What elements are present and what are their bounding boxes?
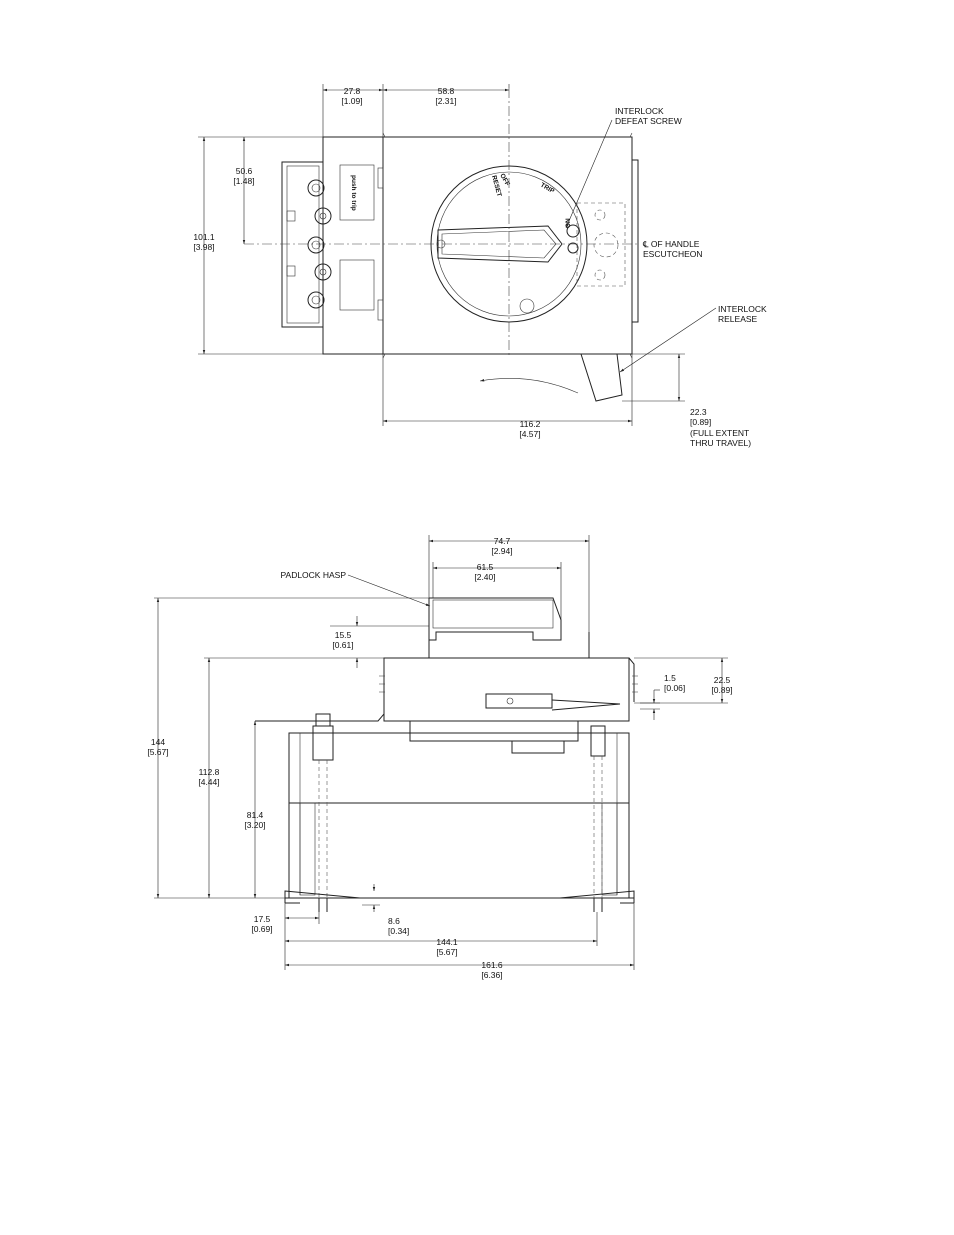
mounting-studs — [312, 713, 606, 912]
dim-15-5-mm: 15.5 — [335, 630, 352, 640]
dim-22-3-note-1: (FULL EXTENT — [690, 428, 749, 438]
dim-58-8-in: [2.31] — [435, 96, 456, 106]
dim-112-8-in: [4.44] — [198, 777, 219, 787]
dim-161-6-mm: 161.6 — [481, 960, 503, 970]
dim-74-7-in: [2.94] — [491, 546, 512, 556]
svg-text:ON: ON — [565, 218, 572, 228]
dim-161-6-in: [6.36] — [481, 970, 502, 980]
escutcheon-block — [383, 657, 630, 722]
svg-text:TRIP: TRIP — [539, 182, 556, 196]
callout-interlock-release-1: INTERLOCK — [718, 304, 767, 314]
dim-22-3-note-2: THRU TRAVEL) — [690, 438, 751, 448]
handle-bar — [437, 225, 563, 263]
dim-22-3-mm: 22.3 — [690, 407, 707, 417]
dim-81-4-mm: 81.4 — [247, 810, 264, 820]
dim-22-5-mm: 22.5 — [714, 675, 731, 685]
dim-112-8-mm: 112.8 — [199, 767, 220, 777]
dim-74-7-mm: 74.7 — [494, 536, 511, 546]
breaker-side-body — [288, 732, 630, 899]
dim-61-5-in: [2.40] — [474, 572, 495, 582]
dim-81-4-in: [3.20] — [244, 820, 265, 830]
callout-handle-cl-1: ℄ OF HANDLE — [642, 239, 700, 249]
dim-22-5-in: [0.89] — [711, 685, 732, 695]
dim-58-8-mm: 58.8 — [438, 86, 455, 96]
interlock-release-lever — [580, 353, 623, 402]
interlock-defeat-screw — [566, 224, 580, 238]
dim-27-8-mm: 27.8 — [344, 86, 361, 96]
terminal-screws — [286, 179, 332, 309]
dim-144-in: [5.67] — [147, 747, 168, 757]
dim-144-1-in: [5.67] — [436, 947, 457, 957]
dim-15-5-in: [0.61] — [332, 640, 353, 650]
dim-144-1-mm: 144.1 — [436, 937, 458, 947]
callout-interlock-defeat-1: INTERLOCK — [615, 106, 664, 116]
dim-8-6-in: [0.34] — [388, 926, 409, 936]
escutcheon-body — [382, 136, 633, 355]
dim-101-1-mm: 101.1 — [193, 232, 215, 242]
dim-101-1-in: [3.98] — [193, 242, 214, 252]
callout-handle-cl-2: ESCUTCHEON — [643, 249, 703, 259]
dim-17-5-in: [0.69] — [251, 924, 272, 934]
base-plate — [284, 890, 635, 899]
dim-144-mm: 144 — [151, 737, 165, 747]
dim-1-5-in: [0.06] — [664, 683, 685, 693]
dim-27-8-in: [1.09] — [341, 96, 362, 106]
dim-22-3-in: [0.89] — [690, 417, 711, 427]
callout-padlock-hasp: PADLOCK HASP — [280, 570, 346, 580]
dim-50-6-in: [1.48] — [233, 176, 254, 186]
push-to-trip-label: push to trip — [350, 175, 357, 211]
dim-116-2-mm: 116.2 — [520, 419, 541, 429]
dim-17-5-mm: 17.5 — [254, 914, 271, 924]
terminal-strip — [281, 161, 324, 328]
dim-61-5-mm: 61.5 — [477, 562, 494, 572]
dim-50-6-mm: 50.6 — [236, 166, 253, 176]
top-view: push to trip OFF RESET TRIP ON — [193, 84, 767, 448]
side-view: 74.7 [2.94] 61.5 [2.40] PADLOCK HASP 15.… — [147, 535, 733, 980]
dim-1-5-mm: 1.5 — [664, 673, 676, 683]
callout-interlock-defeat-2: DEFEAT SCREW — [615, 116, 682, 126]
dim-8-6-mm: 8.6 — [388, 916, 400, 926]
dim-116-2-in: [4.57] — [519, 429, 540, 439]
callout-interlock-release-2: RELEASE — [718, 314, 758, 324]
